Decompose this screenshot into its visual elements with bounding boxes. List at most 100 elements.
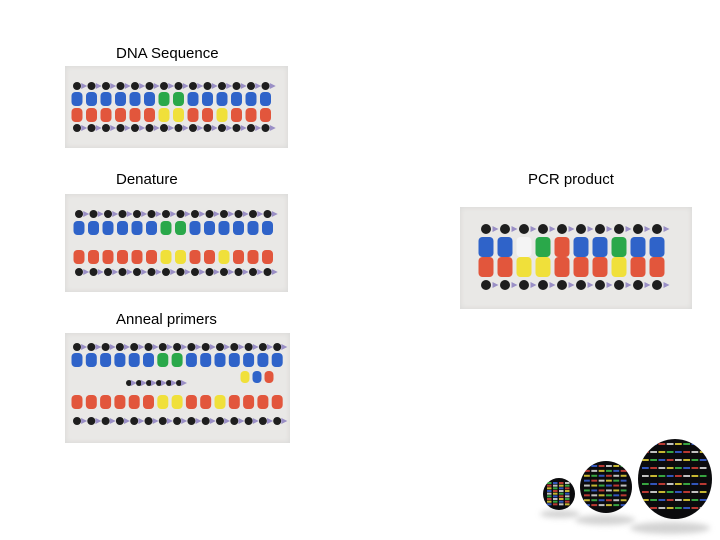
backbone-bead (176, 268, 185, 276)
base-piece (73, 221, 85, 235)
base-piece (478, 257, 494, 277)
base-piece (630, 237, 646, 257)
base-piece (554, 257, 570, 277)
base-piece (117, 221, 128, 235)
backbone-link (95, 418, 102, 424)
gel-band (683, 459, 690, 461)
base-piece (88, 250, 99, 264)
base-piece (143, 395, 154, 409)
gel-band (565, 487, 570, 490)
backbone-link (95, 83, 102, 89)
base-piece (554, 237, 570, 257)
base-piece (128, 395, 140, 409)
backbone-bead (158, 417, 167, 425)
backbone-bead (230, 417, 239, 425)
backbone-link (152, 344, 159, 350)
backbone-link (240, 83, 247, 89)
gel-band (598, 499, 605, 502)
backbone-bead (73, 124, 81, 132)
backbone-link (663, 282, 670, 288)
base-piece (200, 353, 212, 367)
gel-band (650, 507, 657, 509)
gel-band (584, 484, 590, 487)
base-piece (187, 92, 199, 106)
backbone-link (112, 211, 119, 217)
gel-band (650, 451, 657, 453)
backbone-link (549, 226, 556, 232)
backbone-bead (247, 124, 255, 132)
gel-band (683, 491, 690, 493)
backbone-bead (160, 82, 168, 90)
base-piece (202, 92, 213, 106)
backbone-link (587, 282, 594, 288)
gel-band (584, 494, 590, 497)
backbone-link (126, 211, 133, 217)
base-piece (131, 250, 143, 264)
gel-band (699, 459, 707, 461)
backbone-link (257, 211, 264, 217)
gel-band (691, 443, 699, 445)
backbone-bead (166, 380, 172, 386)
backbone-link (139, 125, 146, 131)
backbone-link (267, 344, 274, 350)
gel-band (565, 503, 570, 506)
gel-band (642, 443, 649, 445)
base-piece (649, 257, 665, 277)
gel-band (606, 489, 612, 492)
base-piece (535, 237, 551, 257)
backbone-bead (102, 82, 110, 90)
gel-band (666, 507, 674, 509)
gel-band (559, 487, 564, 490)
backbone-link (224, 344, 231, 350)
base-piece (592, 257, 608, 277)
backbone-bead (481, 224, 491, 234)
base-piece (218, 250, 230, 264)
backbone-bead (187, 417, 196, 425)
backbone-bead (158, 343, 167, 351)
backbone-bead (263, 210, 272, 218)
backbone-link (81, 344, 88, 350)
backbone-bead (115, 417, 124, 425)
label-pcr-product: PCR product (528, 171, 614, 188)
gel-band (613, 499, 620, 502)
gel-band (606, 474, 612, 477)
base-piece (144, 92, 155, 106)
base-piece (146, 250, 157, 264)
gel-band (584, 479, 590, 482)
base-piece (71, 395, 83, 409)
gel-band (691, 499, 699, 501)
backbone-bead (189, 82, 197, 90)
gel-band (591, 469, 598, 472)
gel-band (658, 467, 666, 469)
base-piece (257, 395, 269, 409)
base-piece (117, 250, 128, 264)
gel-band (553, 495, 558, 498)
gel-band (675, 451, 682, 453)
base-piece (128, 353, 140, 367)
gel-shadow (540, 510, 580, 518)
base-piece (189, 250, 201, 264)
backbone-bead (273, 343, 282, 351)
backbone-bead (102, 124, 110, 132)
gel-band (553, 500, 558, 503)
gel-band (591, 494, 598, 497)
gel-band (584, 499, 590, 502)
backbone-link (95, 125, 102, 131)
base-piece (171, 353, 183, 367)
gel-band (675, 499, 682, 501)
backbone-link (109, 418, 116, 424)
gel-band (683, 451, 690, 453)
backbone-link (226, 83, 233, 89)
gel-band (691, 483, 699, 485)
backbone-bead (89, 210, 98, 218)
gel-band (591, 499, 598, 502)
gel-band (666, 483, 674, 485)
backbone-link (141, 380, 147, 386)
base-piece (158, 92, 170, 106)
gel-band (547, 487, 552, 490)
gel-band (553, 503, 558, 506)
backbone-link (252, 344, 259, 350)
gel-band (613, 504, 620, 507)
gel-band (699, 499, 707, 501)
backbone-bead (595, 280, 605, 290)
